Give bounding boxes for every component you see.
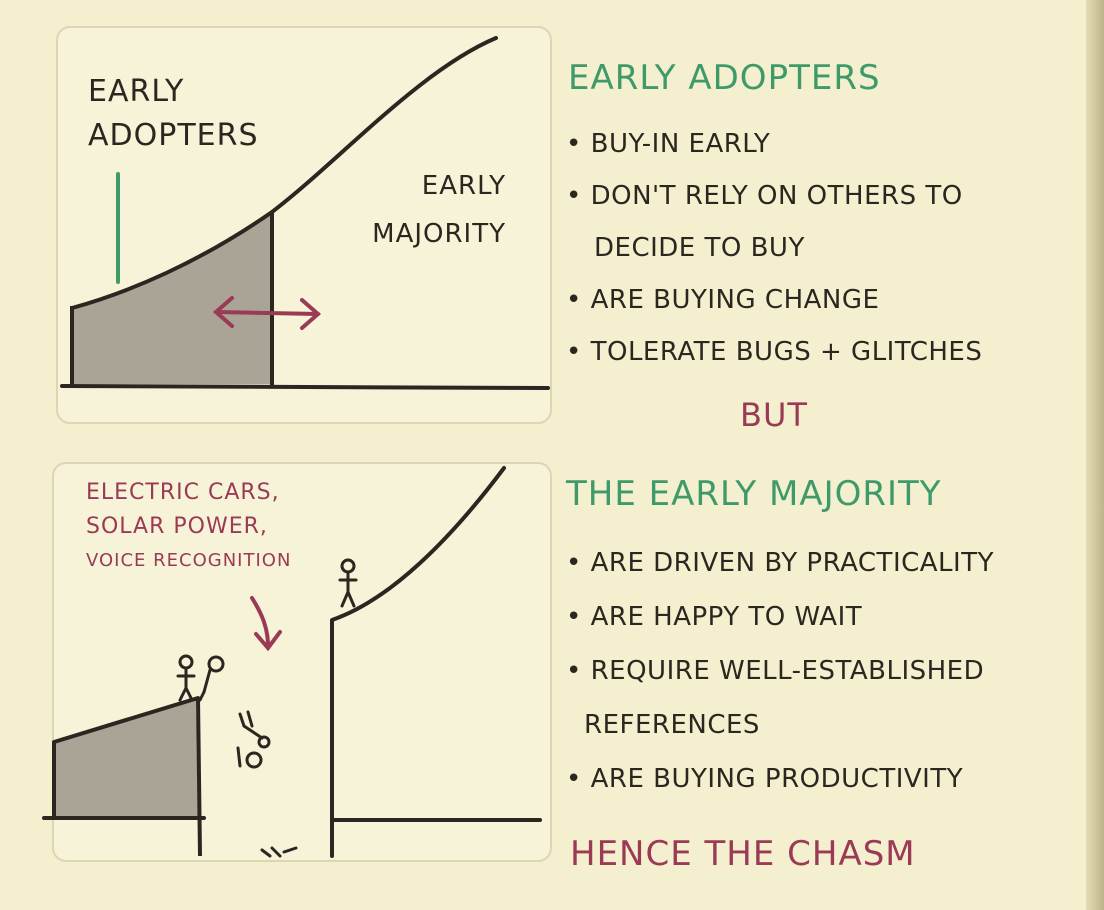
early-majority-label-line1: EARLY	[421, 171, 506, 201]
left-cliff-outline	[52, 696, 202, 857]
early-majority-heading: THE EARLY MAJORITY	[566, 474, 942, 514]
early-adopters-bullet: • DON'T RELY ON OTHERS TO	[566, 181, 963, 211]
double-arrow-icon	[212, 296, 322, 330]
early-adopters-label-line2: ADOPTERS	[88, 118, 259, 153]
early-adopters-shaded-area	[72, 212, 272, 384]
left-cliff-shaded-area	[54, 698, 198, 816]
early-majority-bullet: • REQUIRE WELL-ESTABLISHED	[566, 656, 985, 686]
early-adopters-bullet: • TOLERATE BUGS + GLITCHES	[566, 337, 983, 367]
early-majority-bullet: • ARE HAPPY TO WAIT	[566, 602, 863, 632]
down-arrow-icon	[250, 596, 282, 652]
early-majority-diagram-label: EARLY MAJORITY	[348, 162, 506, 258]
conclusion-text: HENCE THE CHASM	[570, 834, 916, 874]
early-majority-label-line2: MAJORITY	[372, 219, 506, 249]
early-majority-list: • ARE DRIVEN BY PRACTICALITY • ARE HAPPY…	[566, 536, 994, 806]
examples-label: ELECTRIC CARS, SOLAR POWER, VOICE RECOGN…	[86, 476, 291, 578]
adoption-curve	[70, 36, 498, 310]
early-majority-bullet: • ARE BUYING PRODUCTIVITY	[566, 764, 964, 794]
early-adopters-list: • BUY-IN EARLY • DON'T RELY ON OTHERS TO…	[566, 118, 982, 378]
examples-line2: SOLAR POWER,	[86, 514, 268, 539]
early-majority-bullet: • ARE DRIVEN BY PRACTICALITY	[566, 548, 994, 578]
connector-but: BUT	[740, 396, 808, 434]
examples-line1: ELECTRIC CARS,	[86, 480, 280, 505]
early-adopters-bullet: • ARE BUYING CHANGE	[566, 285, 880, 315]
early-adopters-diagram-label: EARLY ADOPTERS	[88, 70, 259, 158]
early-adopters-heading: EARLY ADOPTERS	[568, 58, 881, 98]
stick-figures-left	[176, 654, 225, 702]
early-adopters-label-line1: EARLY	[88, 74, 185, 109]
notebook-page-edge	[1086, 0, 1104, 910]
falling-figures	[236, 710, 298, 858]
top-x-axis	[60, 384, 550, 390]
early-adopters-bullet-continued: DECIDE TO BUY	[594, 233, 805, 263]
right-cliff-curve	[330, 466, 506, 858]
early-adopters-bullet: • BUY-IN EARLY	[566, 129, 771, 159]
early-majority-bullet-continued: REFERENCES	[584, 710, 760, 740]
examples-line3: VOICE RECOGNITION	[86, 550, 292, 571]
stick-figure-right	[338, 558, 358, 608]
